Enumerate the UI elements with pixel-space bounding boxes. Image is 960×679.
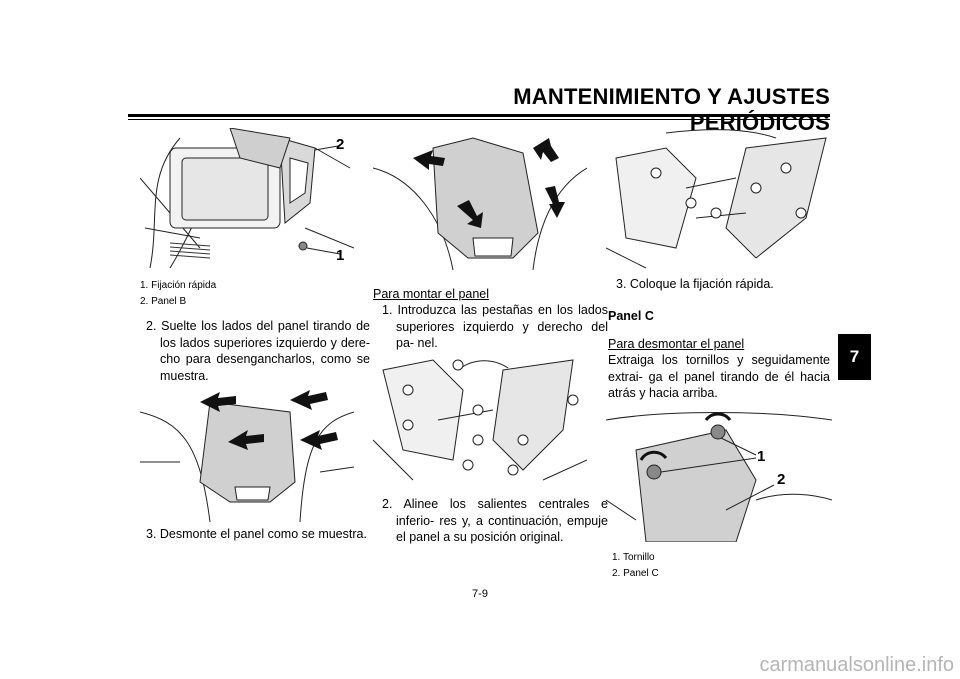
caption-list: 1. Tornillo 2. Panel C <box>612 550 659 582</box>
callout-2: 2 <box>777 471 786 488</box>
caption-item: 2. Panel B <box>140 296 187 307</box>
remove-heading: Para desmontar el panel <box>608 337 745 351</box>
section-heading-panel-c: Panel C <box>608 309 654 323</box>
figure-panel-b-quick-fastener <box>606 129 827 269</box>
figure-panel-install-align <box>373 359 587 481</box>
figure-panel-release <box>140 390 354 523</box>
install-step-2: 2. Alinee los salientes centrales e infe… <box>382 497 608 544</box>
chapter-tab: 7 <box>838 334 871 380</box>
watermark-footer: carmanualsonline.info <box>759 654 954 676</box>
step-3-quick-fastener: 3. Coloque la fijación rápida. <box>616 277 774 291</box>
install-heading: Para montar el panel <box>373 287 490 301</box>
remove-text: Extraiga los tornillos y seguidamente ex… <box>608 353 830 400</box>
caption-item: 1. Tornillo <box>612 552 655 563</box>
callout-1: 1 <box>336 247 345 264</box>
page-number: 7-9 <box>472 588 488 600</box>
caption-item: 2. Panel C <box>612 568 659 579</box>
figure-panel-b-headlight <box>140 128 354 269</box>
install-step-1: 1. Introduzca las pestañas en los lados … <box>382 303 608 350</box>
callout-1: 1 <box>757 448 766 465</box>
header-rule <box>128 114 830 117</box>
figure-panel-install-tabs <box>373 137 587 270</box>
figure-panel-c-screws <box>606 412 832 542</box>
step-3-text: 3. Desmonte el panel como se muestra. <box>146 527 367 541</box>
callout-2: 2 <box>336 136 345 153</box>
header-rule-thin <box>128 119 830 120</box>
caption-list: 1. Fijación rápida 2. Panel B <box>140 278 216 310</box>
step-2-text: 2. Suelte los lados del panel tirando de… <box>146 319 370 383</box>
caption-item: 1. Fijación rápida <box>140 280 217 291</box>
